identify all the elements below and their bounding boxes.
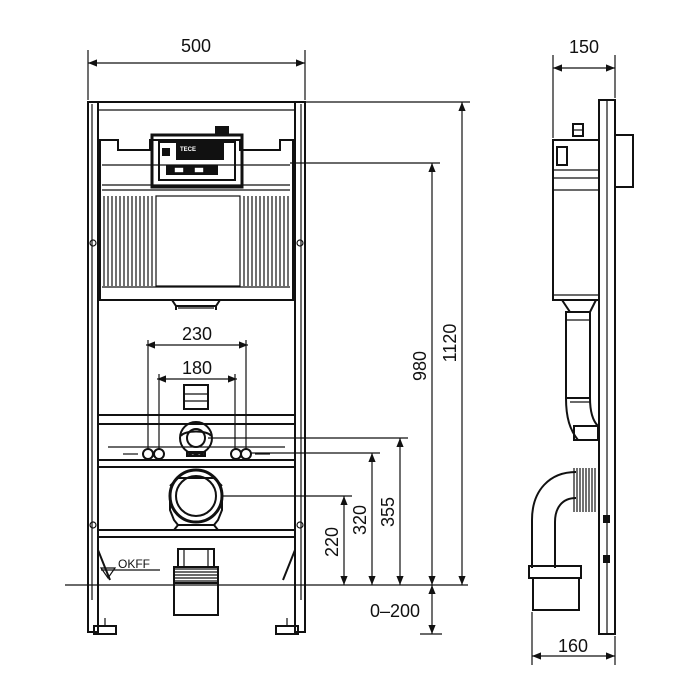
- okff-label: OKFF: [118, 557, 150, 571]
- dim-500-label: 500: [181, 36, 211, 56]
- right-post: [294, 101, 306, 633]
- dim-180-label: 180: [182, 358, 212, 378]
- cistern: [99, 139, 294, 301]
- dim-980-label: 980: [410, 351, 430, 381]
- dim-0-200-label: 0–200: [370, 601, 420, 621]
- side-flush-pipe: [565, 311, 599, 441]
- dimension-320: 320: [250, 452, 380, 585]
- side-cistern: [552, 123, 600, 313]
- left-post: [87, 101, 99, 633]
- dimension-355: 355: [208, 437, 408, 585]
- dimension-1120: 1120: [305, 101, 470, 585]
- dimension-500: 500: [87, 36, 306, 100]
- dim-320-label: 320: [350, 505, 370, 535]
- side-drain-bend: [528, 468, 596, 611]
- dim-355-label: 355: [378, 497, 398, 527]
- dimension-160: 160: [531, 612, 616, 665]
- dim-1120-label: 1120: [440, 324, 460, 363]
- dim-230-label: 230: [182, 324, 212, 344]
- front-view: TECE: [65, 36, 470, 635]
- flush-plate-mount: TECE: [150, 126, 244, 189]
- dimension-180: 180: [157, 358, 237, 449]
- side-view: 150 160: [528, 37, 634, 665]
- dimension-0-200: 0–200: [370, 585, 442, 635]
- dim-220-label: 220: [322, 527, 342, 557]
- drain-pipe: [173, 548, 219, 616]
- dim-150-label: 150: [569, 37, 599, 57]
- flush-inlet: [179, 421, 213, 457]
- cistern-ribs-right: [243, 196, 289, 286]
- drain-outlet: [168, 468, 224, 531]
- dimension-230: 230: [146, 324, 248, 449]
- dimension-980: 980: [290, 162, 440, 585]
- frame-feet: [93, 549, 299, 635]
- dimension-220: 220: [222, 495, 352, 585]
- cistern-ribs-left: [103, 196, 153, 286]
- brand-label: TECE: [180, 147, 196, 153]
- dim-160-label: 160: [558, 636, 588, 656]
- dimension-150: 150: [552, 37, 616, 138]
